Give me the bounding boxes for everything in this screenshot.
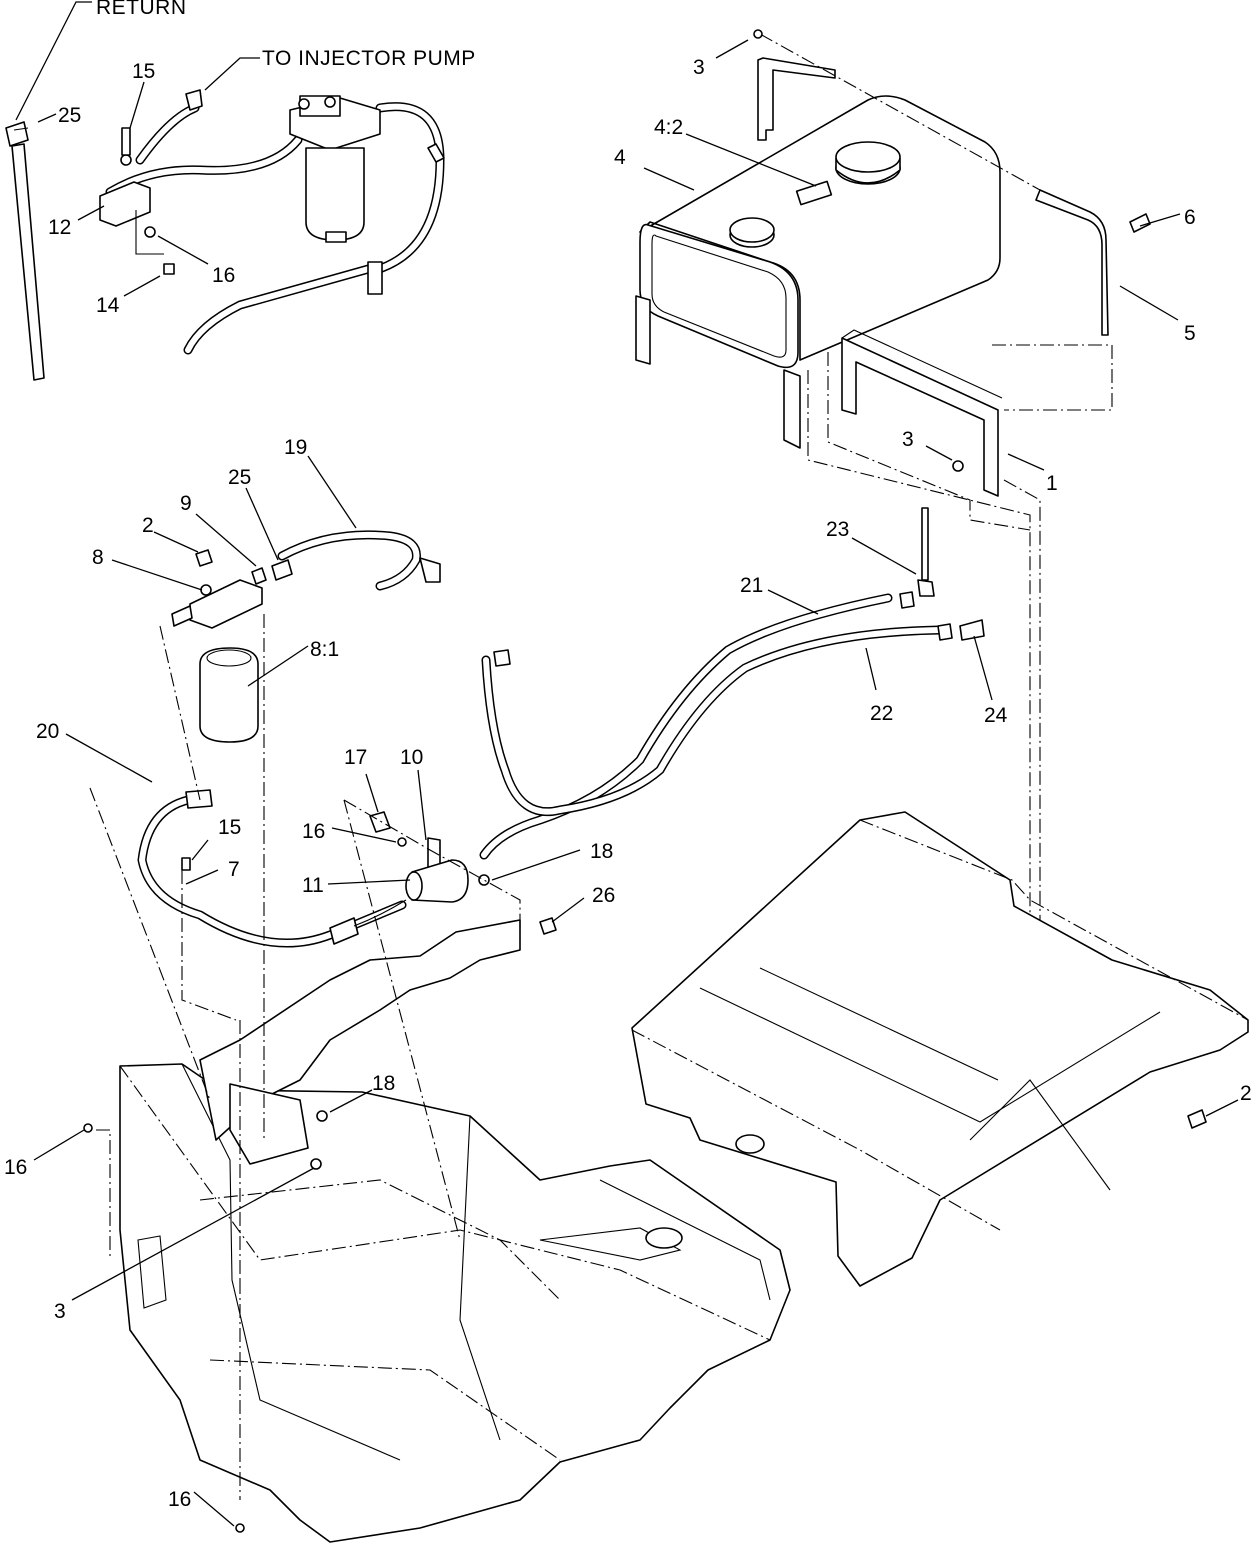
tank-leg-left (635, 295, 651, 365)
callout-15: 15 (218, 816, 241, 839)
callout-4-2: 4:2 (654, 116, 683, 139)
leader-lines (15, 1, 1239, 1527)
tank-decal (795, 180, 833, 206)
filter-mount-bracket (189, 579, 263, 629)
return-line-inset (5, 121, 45, 381)
fuel-filter-inset (99, 89, 445, 355)
callout-25: 25 (58, 104, 81, 127)
fuel-filter-inline (369, 811, 391, 833)
hose-20-assembly (137, 789, 407, 948)
fuel-hoses-21-22 (479, 507, 985, 860)
callout-11: 11 (302, 874, 324, 897)
callout-24: 24 (984, 704, 1008, 727)
callout-18: 18 (372, 1072, 395, 1095)
return-hose-clamp-icon (5, 121, 29, 147)
callout-17: 17 (344, 746, 367, 769)
callout-8-1: 8:1 (310, 638, 339, 661)
callout-16: 16 (4, 1156, 27, 1179)
tank-phantom-lines (759, 33, 1113, 1040)
callout-16: 16 (302, 820, 325, 843)
filter-cartridge-icon (199, 647, 259, 743)
tank-leg-right (783, 369, 801, 449)
callout-5: 5 (1184, 322, 1196, 345)
callout-12: 12 (48, 216, 71, 239)
fuel-pump-icon (411, 859, 469, 903)
callout-10: 10 (400, 746, 423, 769)
return-hose (11, 143, 45, 381)
callout-3: 3 (693, 56, 705, 79)
tank-strap-front (1035, 189, 1109, 336)
tank-strap-rear (757, 57, 836, 141)
filter-assembly (171, 530, 441, 743)
filter-bracket (99, 181, 151, 227)
callout-3: 3 (54, 1300, 66, 1323)
pump-connector (329, 917, 359, 945)
frame-port-icon (645, 1227, 683, 1249)
tank-fitting-23 (921, 507, 929, 581)
callout-15: 15 (132, 60, 155, 83)
grille-icon (137, 1235, 167, 1309)
machine-chassis (119, 811, 1249, 1543)
console-bracket (199, 919, 521, 1141)
callout-14: 14 (96, 294, 120, 317)
filter-bowl-icon (305, 147, 365, 241)
callout-16: 16 (212, 264, 235, 287)
callout-4: 4 (614, 146, 626, 169)
callout-7: 7 (228, 858, 240, 881)
to-injector-pump-note: TO INJECTOR PUMP (262, 47, 476, 70)
callout-3: 3 (902, 428, 914, 451)
tank-fitting-24 (959, 619, 985, 641)
callout-20: 20 (36, 720, 59, 743)
callout-18: 18 (590, 840, 613, 863)
callout-6: 6 (1184, 206, 1196, 229)
callout-2: 2 (1240, 1082, 1252, 1105)
callout-8: 8 (92, 546, 104, 569)
callout-22: 22 (870, 702, 893, 725)
fuel-tank-assembly (635, 57, 1109, 497)
filler-cap-icon (835, 141, 901, 185)
tank-mount-bracket (841, 337, 999, 497)
text-labels: RETURN TO INJECTOR PUMP 25 15 12 16 14 3… (4, 0, 1252, 1511)
callout-16: 16 (168, 1488, 191, 1511)
callout-21: 21 (740, 574, 763, 597)
rear-frame (631, 811, 1249, 1287)
callout-1: 1 (1046, 472, 1058, 495)
fuel-pump-assembly (329, 811, 490, 945)
fuel-tank (639, 95, 1001, 361)
hardware (83, 29, 1207, 1533)
callout-25: 25 (228, 466, 251, 489)
callout-2: 2 (142, 514, 154, 537)
fuel-tank-end (639, 223, 799, 369)
callout-9: 9 (180, 492, 192, 515)
callout-26: 26 (592, 884, 615, 907)
assembly-phantom-lines (89, 614, 521, 1500)
callout-23: 23 (826, 518, 849, 541)
gauge-cap-icon (729, 217, 775, 248)
return-note: RETURN (96, 0, 187, 19)
callout-19: 19 (284, 436, 307, 459)
